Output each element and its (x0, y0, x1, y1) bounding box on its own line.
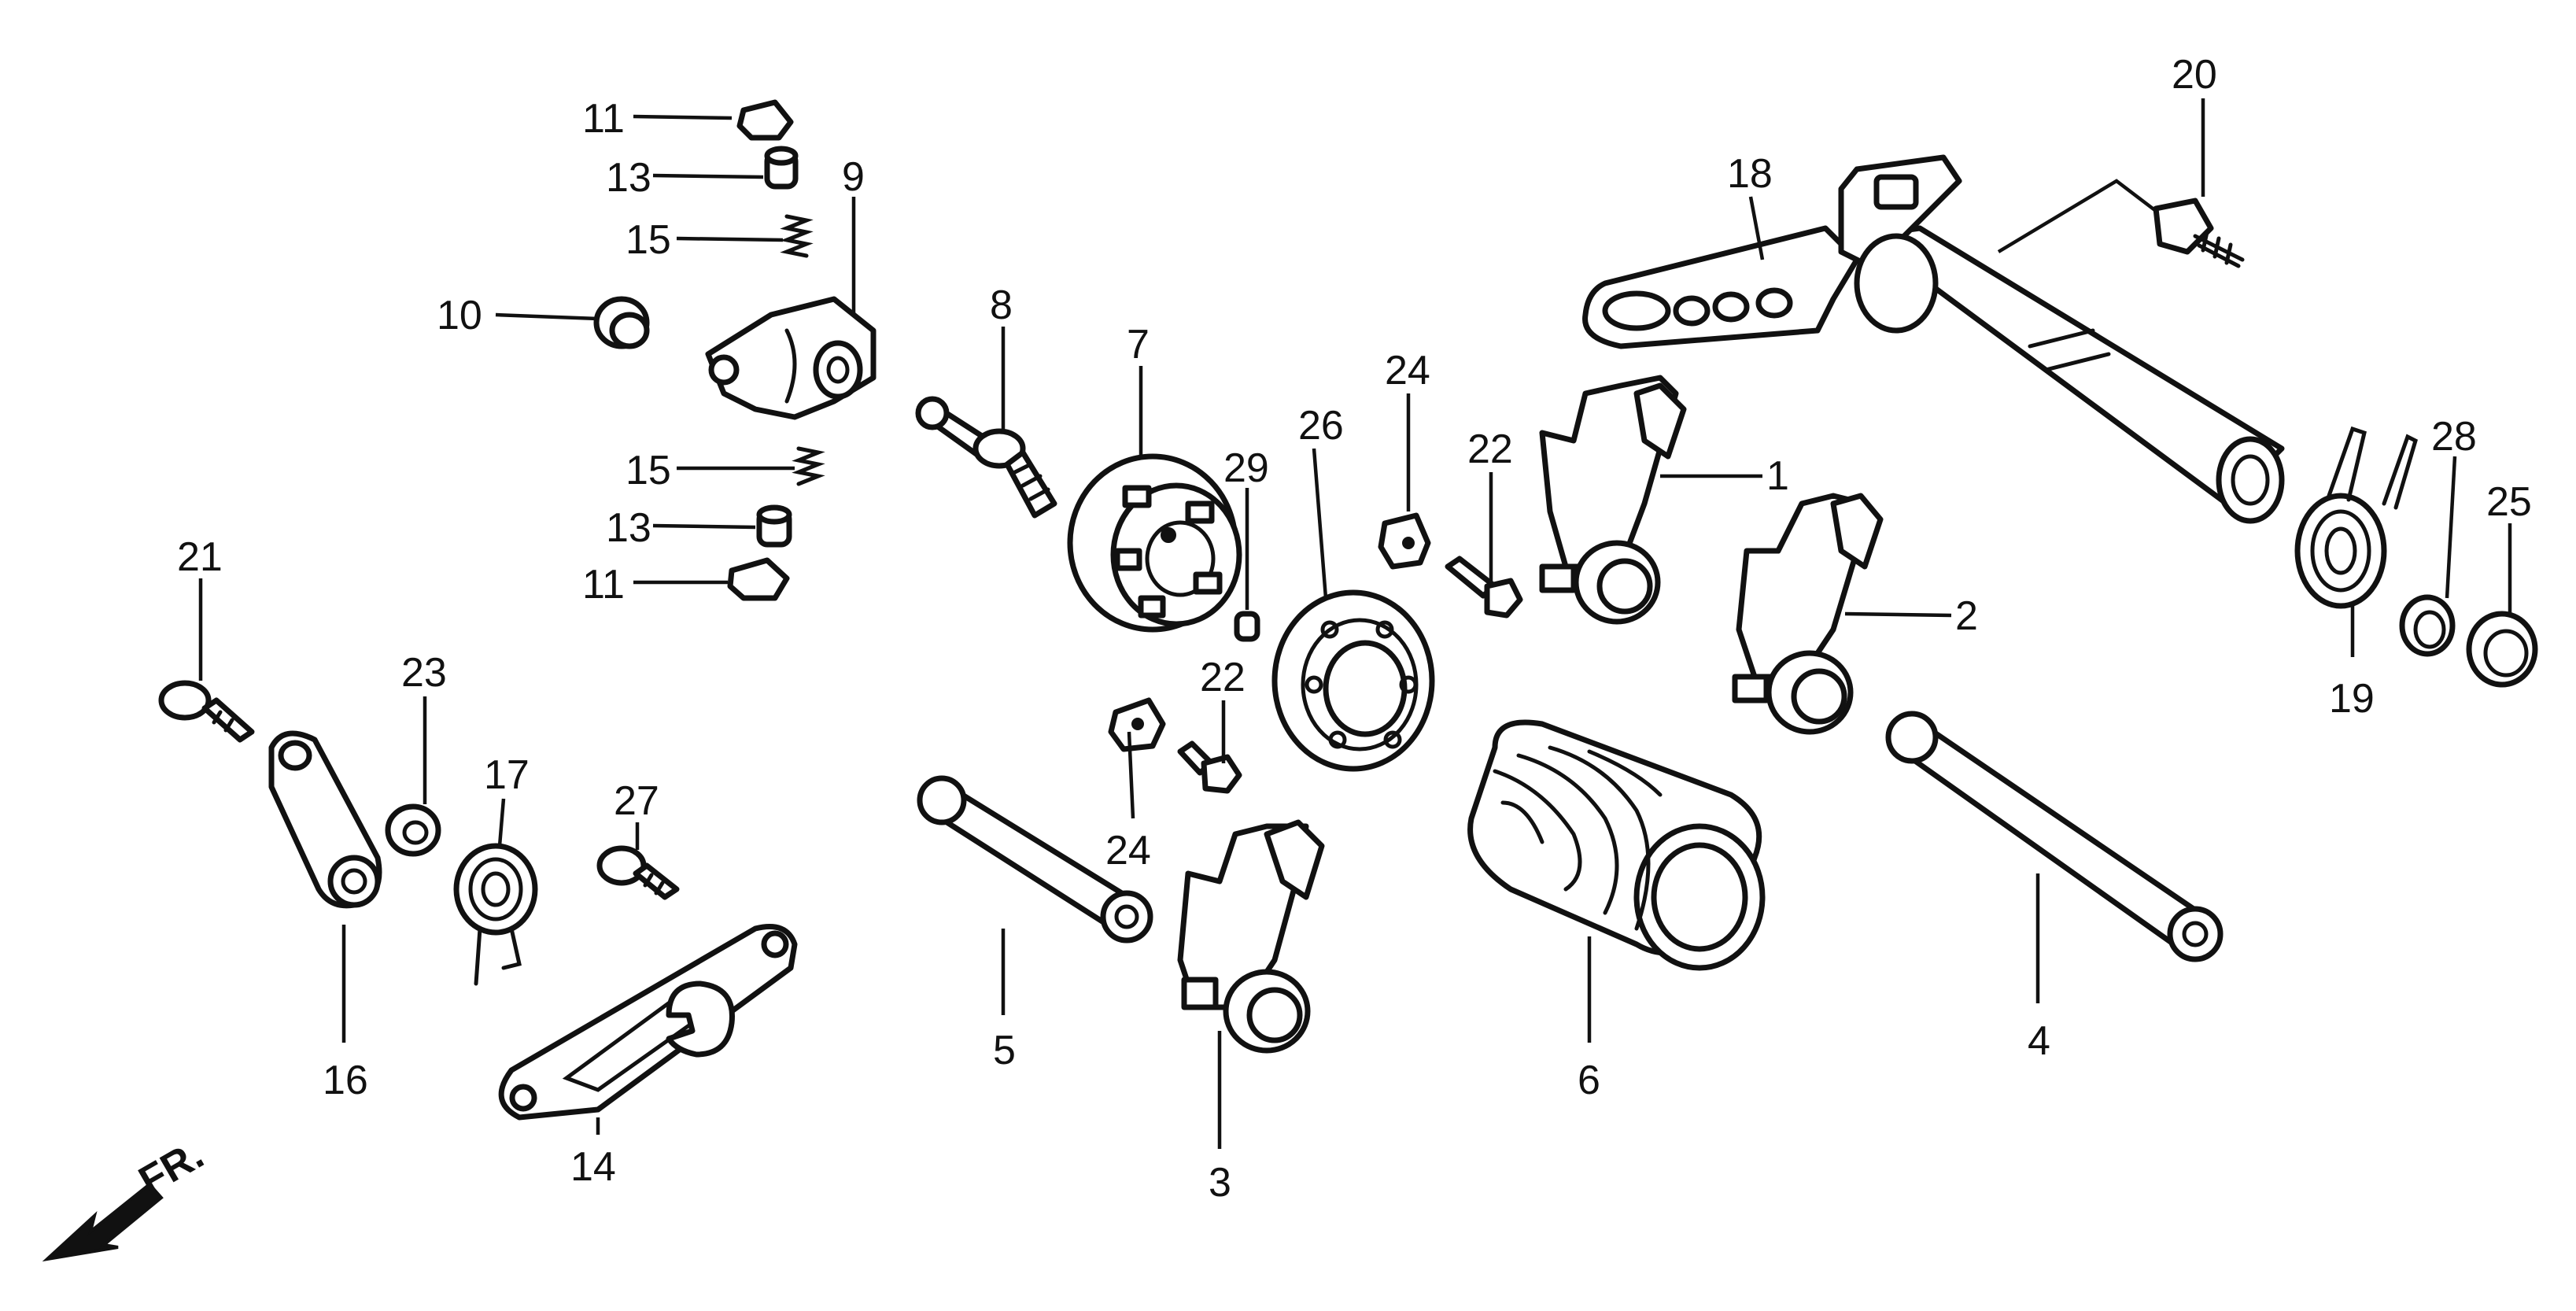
part-21-bolt (158, 680, 255, 743)
part-13-lower-detent (756, 504, 792, 548)
callout-3: 3 (1209, 1160, 1231, 1206)
callout-10: 10 (437, 293, 482, 338)
callout-9: 9 (842, 154, 865, 200)
callout-6: 6 (1578, 1058, 1600, 1103)
callout-29: 29 (1223, 445, 1269, 491)
part-1-shift-fork (1539, 375, 1687, 625)
part-6-shift-drum (1467, 719, 1766, 971)
part-2-shift-fork (1732, 493, 1884, 735)
callout-11-lower: 11 (582, 562, 625, 607)
part-29-dowel-pin (1234, 611, 1260, 642)
part-3-shift-fork (1177, 819, 1325, 1054)
part-8-special-bolt (915, 396, 1057, 519)
part-18-gearshift-spindle (1582, 154, 2285, 524)
callout-21: 21 (177, 534, 223, 580)
callout-15-lower: 15 (626, 448, 671, 493)
callout-24-lower: 24 (1105, 828, 1151, 873)
arrow-left-down-icon (42, 1182, 164, 1262)
part-11-upper-detent-cap (736, 99, 794, 141)
part-22-lower-bolt (1177, 740, 1242, 794)
part-17-return-spring (453, 843, 538, 986)
part-24-upper-lock-plate (1378, 512, 1431, 570)
front-direction-indicator: FR. (42, 1132, 212, 1262)
part-10-collar (593, 296, 650, 349)
callout-25: 25 (2486, 479, 2532, 525)
part-9-stopper-arm (705, 296, 877, 420)
part-23-washer (385, 803, 441, 857)
callout-22-lower: 22 (1200, 655, 1246, 700)
callout-24-upper: 24 (1385, 348, 1430, 393)
callout-19: 19 (2329, 676, 2375, 722)
part-20-bolt (2153, 198, 2245, 268)
part-7-drum-center (1067, 453, 1242, 633)
callout-13-lower: 13 (606, 505, 651, 551)
callout-27: 27 (614, 778, 659, 824)
part-13-upper-detent (764, 146, 799, 190)
callout-28: 28 (2431, 414, 2477, 460)
part-11-lower-detent-cap (727, 557, 790, 601)
callout-16: 16 (323, 1058, 368, 1103)
callout-26: 26 (1298, 403, 1344, 449)
part-28-circlip (2399, 594, 2456, 657)
callout-5: 5 (993, 1028, 1016, 1073)
callout-7: 7 (1127, 322, 1150, 367)
leader-lines (198, 98, 2512, 1149)
part-19-return-spring (2294, 426, 2418, 609)
callout-17: 17 (484, 752, 530, 798)
callout-4: 4 (2028, 1018, 2050, 1064)
callout-18: 18 (1727, 151, 1773, 197)
part-24-lower-lock-plate (1108, 697, 1166, 752)
callout-20: 20 (2172, 52, 2217, 98)
part-25-oil-seal (2466, 611, 2538, 688)
callout-14: 14 (570, 1144, 616, 1190)
part-27-bolt (596, 845, 680, 900)
callout-11-upper: 11 (582, 96, 625, 142)
part-5-shift-fork-shaft (917, 775, 1153, 944)
part-26-bearing (1271, 589, 1435, 772)
callout-8: 8 (990, 283, 1013, 328)
part-22-upper-bolt (1445, 556, 1523, 619)
part-15-upper-spring (780, 214, 814, 258)
callout-1: 1 (1766, 453, 1789, 499)
callout-23: 23 (401, 650, 447, 696)
callout-numbers: 11 13 15 9 10 15 13 11 8 7 29 26 24 22 1… (177, 52, 2532, 1206)
callout-15-upper: 15 (626, 217, 671, 263)
part-16-stopper-lever (268, 730, 382, 909)
callout-22-upper: 22 (1467, 427, 1513, 472)
callout-13-upper: 13 (606, 155, 651, 201)
callout-2: 2 (1955, 593, 1978, 639)
part-4-shift-fork-shaft (1885, 711, 2224, 962)
part-14-stopper-plate (498, 924, 798, 1121)
part-15-lower-spring (792, 446, 825, 486)
